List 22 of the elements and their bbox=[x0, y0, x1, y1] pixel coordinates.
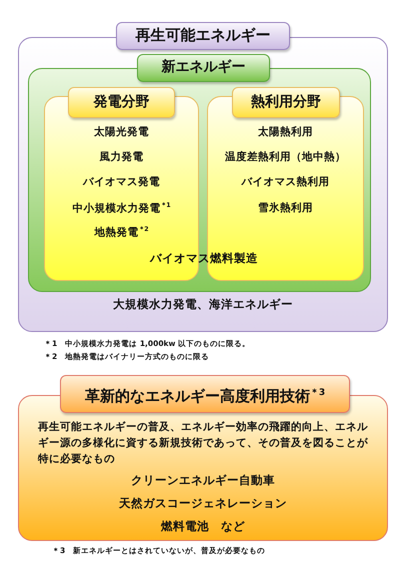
heading-tab: 革新的なエネルギー高度利用技術$^{＊3}$ bbox=[60, 375, 350, 413]
item-text: 温度差熱利用（地中熱） bbox=[224, 151, 347, 165]
heading-tab: 再生可能エネルギー bbox=[116, 22, 290, 50]
item-text: 風力発電 bbox=[98, 151, 144, 165]
item-text: 燃料電池 など bbox=[160, 520, 246, 535]
item-text: 中小規模水力発電$^{＊1}$ bbox=[71, 202, 172, 216]
item-text: 天然ガスコージェネレーション bbox=[118, 497, 288, 512]
heading-tab: 熱利用分野 bbox=[232, 87, 340, 118]
heading-tab: 新エネルギー bbox=[137, 54, 270, 82]
item-text: 雪氷熱利用 bbox=[257, 202, 314, 216]
item-text: 地熱発電$^{＊2}$ bbox=[93, 226, 150, 240]
item-text: クリーンエネルギー自動車 bbox=[130, 474, 276, 489]
item-text: 太陽熱利用 bbox=[256, 126, 314, 140]
item-text: バイオマス発電 bbox=[82, 176, 161, 190]
heading-tab: 発電分野 bbox=[68, 87, 175, 118]
item-text: バイオマス熱利用 bbox=[240, 176, 330, 190]
rounded-panel bbox=[44, 87, 199, 281]
item-text: 太陽光発電 bbox=[92, 126, 150, 140]
description-text: 再生可能エネルギーの普及、エネルギー効率の飛躍的向上、エネルギー源の多様化に資する新規技術であって、その普及を図ることが特に必要なもの bbox=[38, 420, 369, 466]
item-text: 大規模水力発電、海洋エネルギー bbox=[112, 298, 294, 313]
rounded-panel bbox=[18, 22, 388, 332]
rounded-panel bbox=[28, 54, 371, 292]
